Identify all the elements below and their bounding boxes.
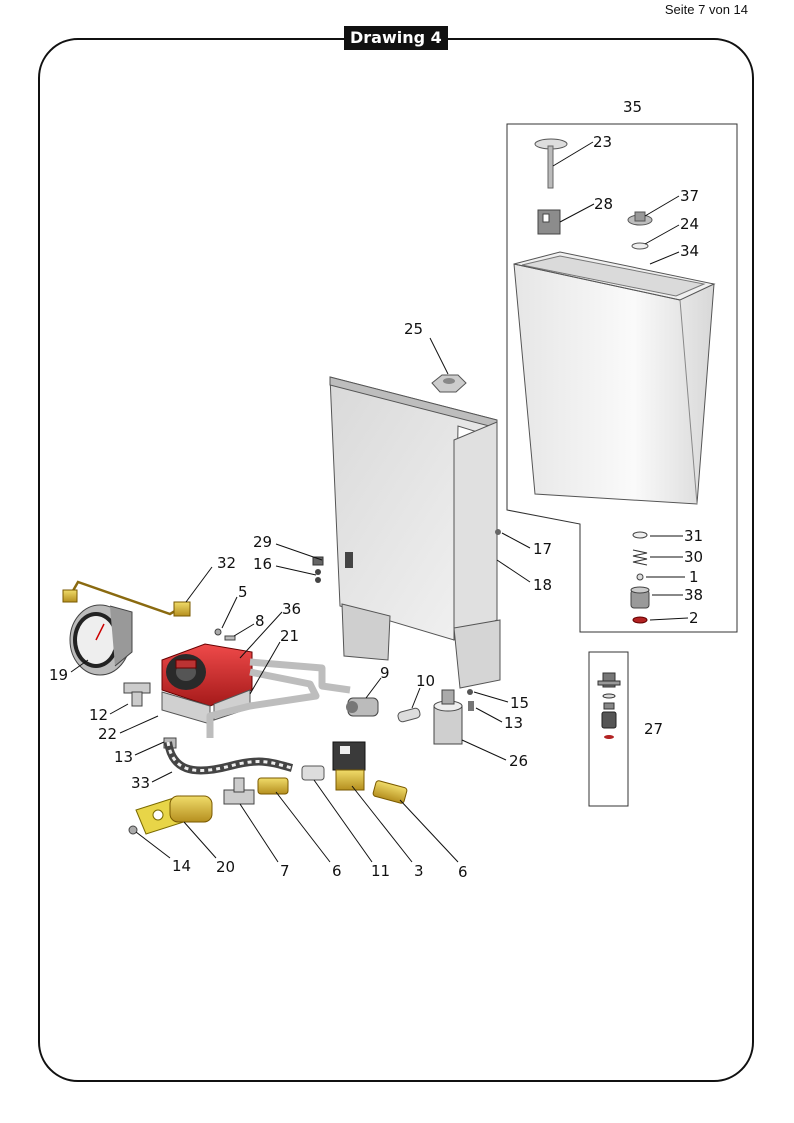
label-18: 18 xyxy=(533,576,552,594)
label-16: 16 xyxy=(253,555,272,573)
page-number: Seite 7 von 14 xyxy=(664,2,748,17)
label-2: 2 xyxy=(689,609,699,627)
label-23: 23 xyxy=(593,133,612,151)
part-15-screw xyxy=(467,689,473,695)
label-19: 19 xyxy=(49,666,68,684)
part-27-valve-kit xyxy=(597,672,621,739)
label-11: 11 xyxy=(371,862,390,880)
label-33: 33 xyxy=(131,774,150,792)
label-24: 24 xyxy=(680,215,699,233)
label-28: 28 xyxy=(594,195,613,213)
label-22: 22 xyxy=(98,725,117,743)
label-30: 30 xyxy=(684,548,703,566)
part-23-rod xyxy=(534,138,568,189)
label-10: 10 xyxy=(416,672,435,690)
label-17: 17 xyxy=(533,540,552,558)
label-35: 35 xyxy=(623,98,642,116)
label-34: 34 xyxy=(680,242,699,260)
part-32-fitting-right xyxy=(173,601,191,617)
label-5: 5 xyxy=(238,583,248,601)
part-6-fitting-right xyxy=(372,780,408,804)
tank-assembly-box xyxy=(506,123,738,633)
label-27: 27 xyxy=(644,720,663,738)
label-21: 21 xyxy=(280,627,299,645)
part-8-washer xyxy=(224,635,236,641)
part-1-ball xyxy=(636,573,644,581)
label-15: 15 xyxy=(510,694,529,712)
label-26: 26 xyxy=(509,752,528,770)
part-25-nut xyxy=(431,374,467,393)
part-11-elbow xyxy=(301,765,325,781)
part-32-fitting-left xyxy=(62,589,78,603)
part-30-spring xyxy=(632,549,648,566)
label-14: 14 xyxy=(172,857,191,875)
label-36: 36 xyxy=(282,600,301,618)
label-6-left: 6 xyxy=(332,862,342,880)
label-37: 37 xyxy=(680,187,699,205)
label-31: 31 xyxy=(684,527,703,545)
part-17-screw xyxy=(495,529,501,535)
part-38-valve-body xyxy=(630,586,650,609)
label-1: 1 xyxy=(689,568,699,586)
part-26-housing xyxy=(433,689,463,745)
part-13-bolt-right xyxy=(468,701,474,711)
leader-lines xyxy=(70,141,689,863)
label-38: 38 xyxy=(684,586,703,604)
main-housing xyxy=(329,376,501,689)
part-3-solenoid-valve xyxy=(332,741,366,791)
part-10-pipe xyxy=(397,707,421,723)
label-13-left: 13 xyxy=(114,748,133,766)
part-37-knob xyxy=(627,211,653,226)
part-29-bracket xyxy=(312,556,324,566)
part-9-check-valve xyxy=(346,697,379,717)
part-6-fitting-left xyxy=(257,777,289,795)
part-14-screw xyxy=(128,825,138,835)
part-24-washer xyxy=(631,242,649,250)
part-12-tee xyxy=(123,682,151,707)
valve-kit-box xyxy=(588,651,629,807)
part-7-tee xyxy=(223,777,255,805)
label-20: 20 xyxy=(216,858,235,876)
label-3: 3 xyxy=(414,862,424,880)
drawing-title: Drawing 4 xyxy=(344,26,448,50)
part-34-water-tank xyxy=(513,251,716,505)
part-28-clip xyxy=(537,209,561,235)
label-8: 8 xyxy=(255,612,265,630)
label-6-right: 6 xyxy=(458,863,468,881)
part-20-heater xyxy=(135,795,213,835)
part-33-braided-hose xyxy=(164,741,294,775)
label-7: 7 xyxy=(280,862,290,880)
part-31-ring xyxy=(632,531,648,539)
part-19-pressure-gauge xyxy=(69,604,133,676)
label-9: 9 xyxy=(380,664,390,682)
part-2-gasket xyxy=(632,616,648,624)
part-21-tube xyxy=(206,658,351,738)
label-12: 12 xyxy=(89,706,108,724)
label-13-right: 13 xyxy=(504,714,523,732)
label-32: 32 xyxy=(217,554,236,572)
label-29: 29 xyxy=(253,533,272,551)
part-36-pump xyxy=(161,643,253,725)
label-25: 25 xyxy=(404,320,423,338)
part-5-pin xyxy=(214,628,222,636)
part-16-screws xyxy=(315,569,321,583)
